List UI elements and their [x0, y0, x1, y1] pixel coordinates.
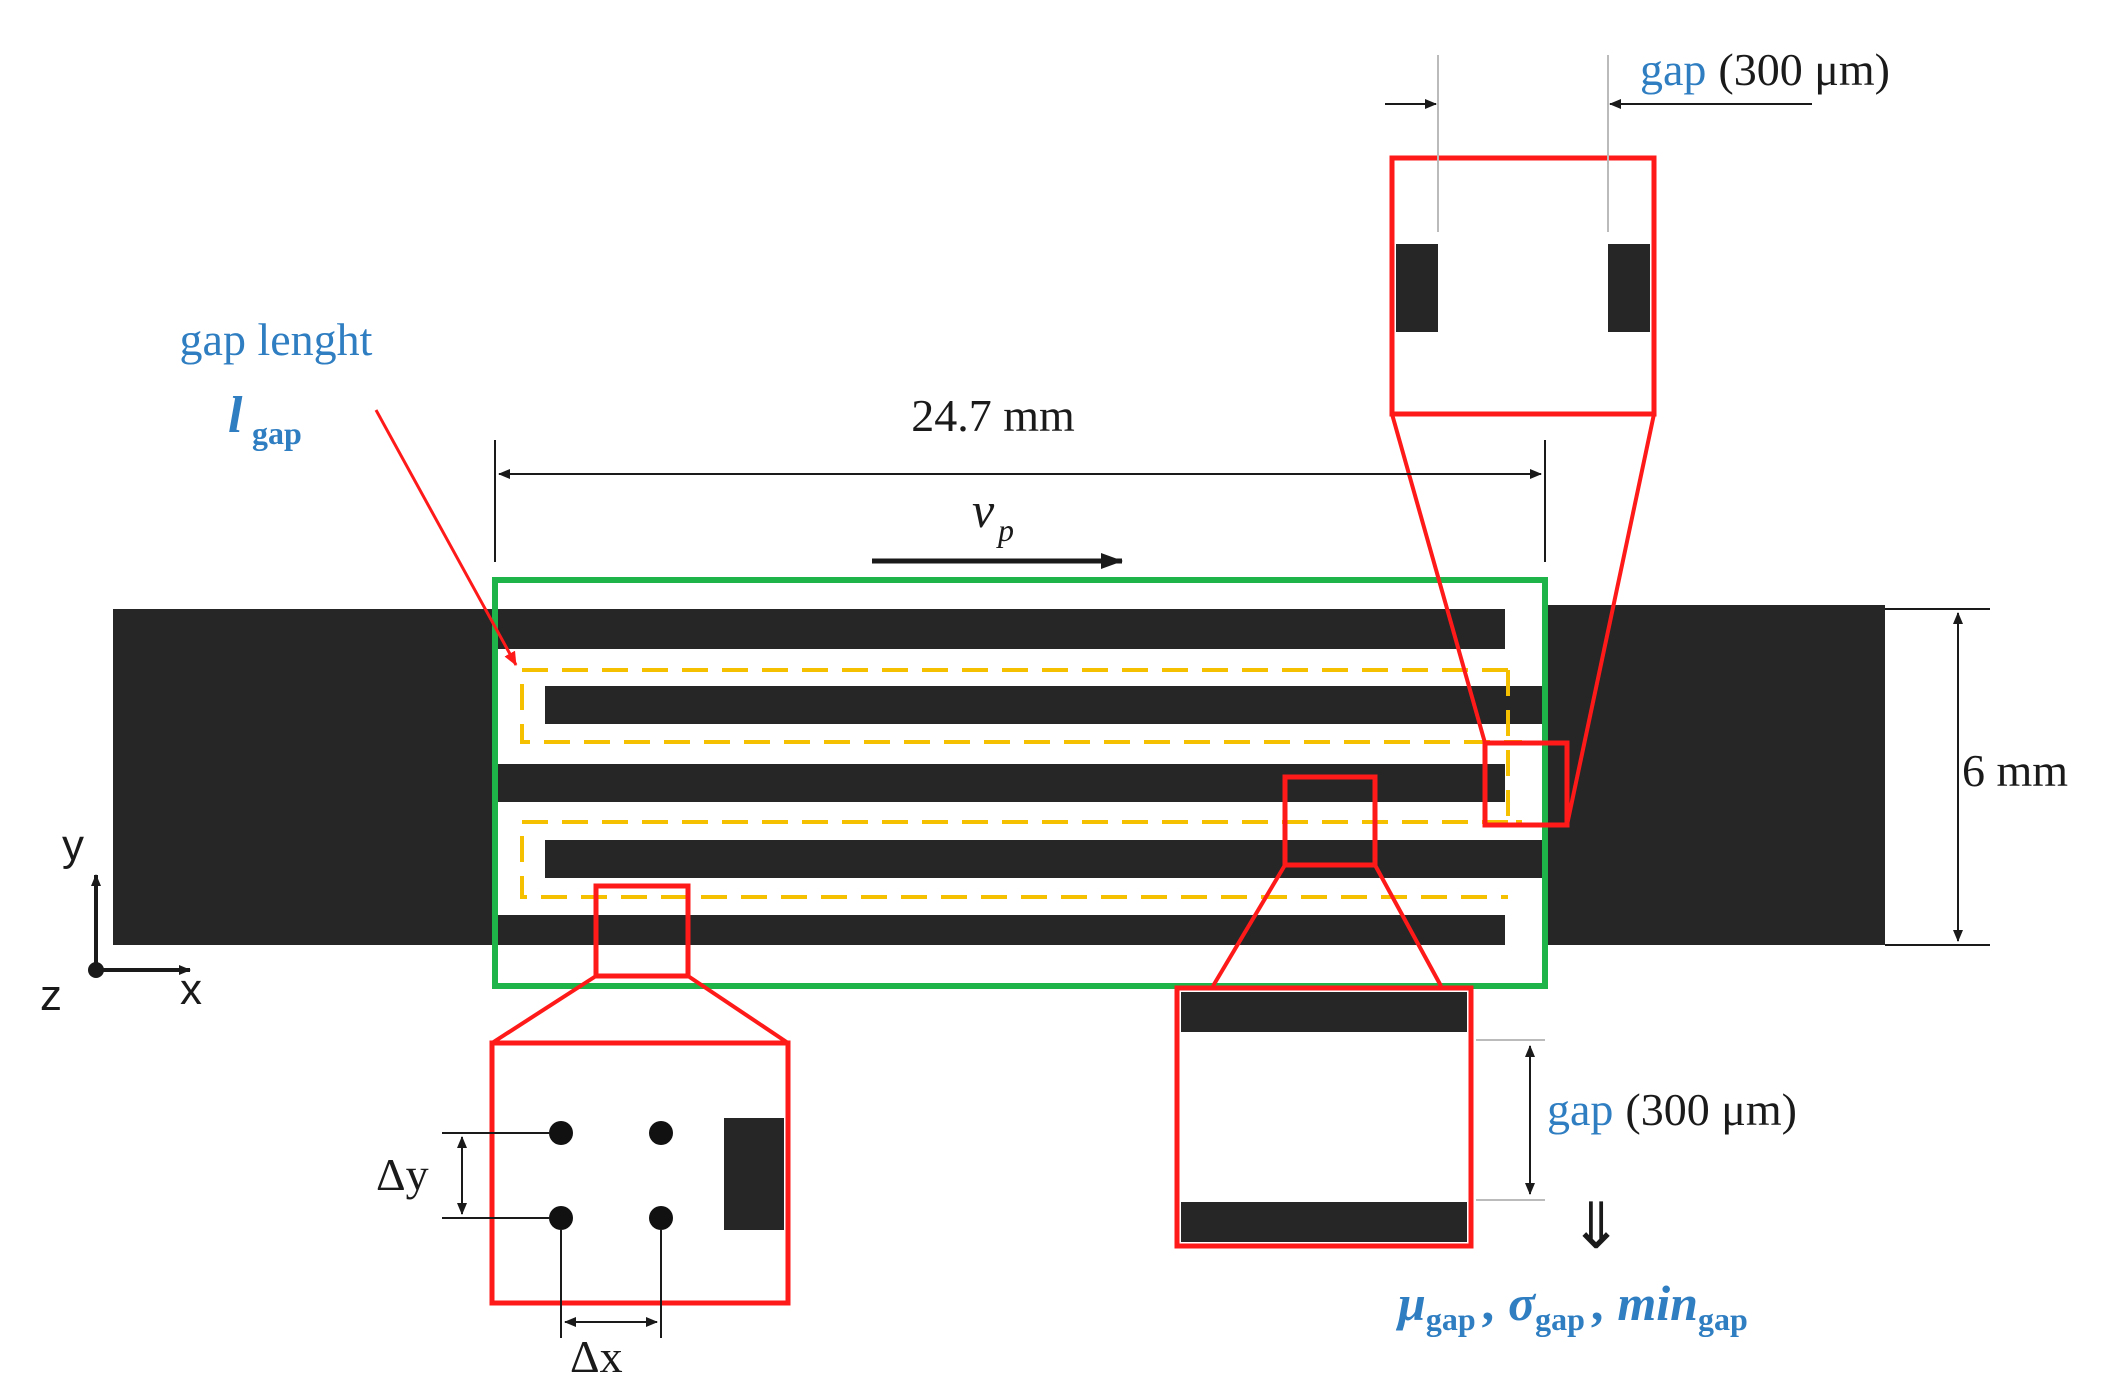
coordinate-axes	[88, 874, 191, 978]
gap-length-symbol: l	[228, 387, 243, 444]
finger-5	[495, 915, 1505, 945]
scan-point	[549, 1206, 573, 1230]
height-dimension	[1885, 608, 1990, 946]
delta-x-label: Δx	[570, 1331, 623, 1382]
top-gap-label: gap(300 μm)	[1640, 44, 1890, 95]
gap-statistics: μgap,σgap,mingap	[1395, 1275, 1748, 1337]
finger-1	[495, 609, 1505, 649]
left-electrode-pad	[113, 609, 495, 945]
gap-length-pointer	[374, 409, 518, 666]
gap-length-title: gap lenght	[180, 314, 373, 365]
top-right-zoom-inset	[1385, 55, 1812, 826]
finger-3	[495, 764, 1505, 802]
delta-y-label: Δy	[376, 1149, 429, 1200]
width-dimension-label: 24.7 mm	[911, 390, 1075, 441]
scan-point	[549, 1121, 573, 1145]
double-down-arrow-icon: ⇓	[1569, 1190, 1623, 1262]
zoom-marker-middle-gap	[1282, 774, 1378, 868]
z-axis-dot	[88, 962, 104, 978]
velocity-subscript: p	[996, 512, 1014, 548]
electrode-structure	[113, 605, 1885, 945]
bottom-left-zoom-inset	[442, 974, 791, 1338]
zoom-marker-bottom-gap	[593, 883, 691, 979]
inset-left-block	[724, 1118, 784, 1230]
axis-y-label: y	[62, 821, 84, 870]
velocity-symbol: v	[972, 482, 995, 538]
width-dimension	[494, 440, 1546, 562]
axis-x-label: x	[180, 965, 202, 1014]
gap-length-subscript: gap	[252, 415, 302, 451]
inset-mid-top-block	[1181, 992, 1467, 1032]
zoom-marker-right-gap	[1482, 740, 1570, 828]
scan-point	[649, 1206, 673, 1230]
gap-length-path	[520, 668, 1522, 899]
height-dimension-label: 6 mm	[1962, 745, 2068, 796]
inset-mid-bottom-block	[1181, 1202, 1467, 1242]
axis-z-label: z	[40, 971, 62, 1020]
bottom-middle-zoom-inset	[1174, 863, 1545, 1249]
inset-top-left-block	[1396, 244, 1438, 332]
finger-4	[545, 840, 1545, 878]
inset-top-right-block	[1608, 244, 1650, 332]
finger-2	[545, 686, 1545, 724]
scan-area-outline	[492, 577, 1548, 989]
right-gap-label: gap(300 μm)	[1547, 1084, 1797, 1135]
zoom-markers	[593, 740, 1570, 979]
right-electrode-pad	[1545, 605, 1885, 945]
scan-point	[649, 1121, 673, 1145]
